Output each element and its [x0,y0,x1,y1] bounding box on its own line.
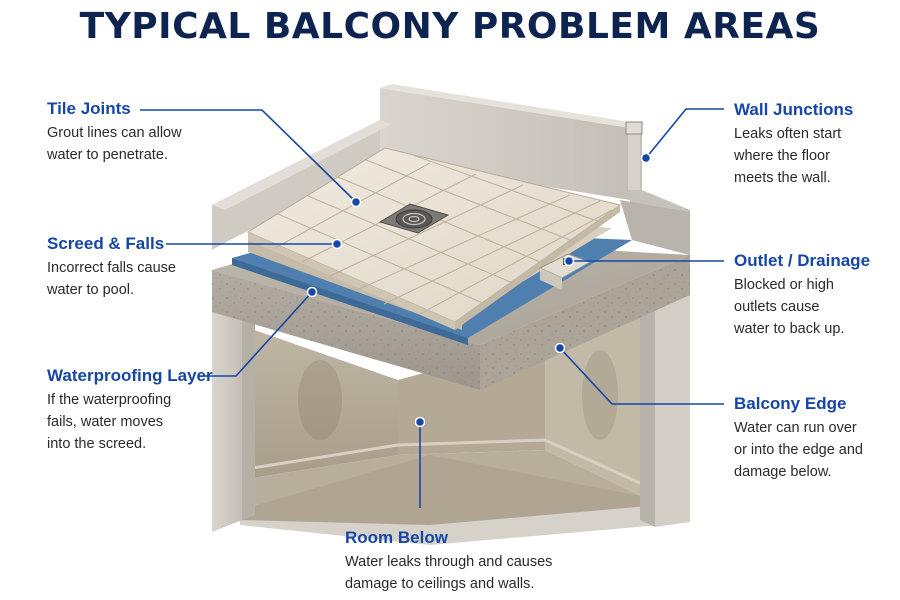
callout-heading: Room Below [345,528,448,547]
callout-text: Incorrect falls cause water to pool. [47,260,176,298]
membrane-edge [232,258,468,345]
callout-balcony-edge: Balcony Edge Water can run over or into … [734,393,894,483]
callout-text: Water can run over or into the edge and … [734,420,863,480]
back-parapet-wall [380,84,642,200]
right-support-wall [640,275,690,527]
callout-text: If the waterproofing fails, water moves … [47,392,172,452]
callout-heading: Waterproofing Layer [47,366,213,385]
wall-junction-block [620,121,690,255]
dot-wall-junctions [640,152,652,164]
callout-heading: Screed & Falls [47,234,165,253]
dot-screed-falls [331,238,343,250]
callout-text: Grout lines can allow water to penetrate… [47,125,182,163]
leader-wall-junctions [645,108,724,159]
callout-wall-junctions: Wall Junctions Leaks often start where t… [734,99,894,189]
callout-text: Water leaks through and causes damage to… [345,554,553,592]
tile-floor [246,147,622,330]
leader-tile-joints [140,109,357,203]
leader-dots [306,152,652,428]
floor-drain-icon [378,203,450,234]
left-parapet-wall [212,120,392,250]
dot-room-below [414,416,426,428]
callout-heading: Outlet / Drainage [734,251,871,270]
callout-tile-joints: Tile Joints Grout lines can allow water … [47,98,247,166]
callout-text: Leaks often start where the floor meets … [734,126,842,186]
callout-screed-falls: Screed & Falls Incorrect falls cause wat… [47,233,247,301]
callout-text: Blocked or high outlets cause water to b… [734,277,845,337]
callout-room-below: Room Below Water leaks through and cause… [345,527,585,595]
callout-heading: Wall Junctions [734,100,854,119]
left-support-wall [212,292,255,532]
dot-balcony-edge [554,342,566,354]
dot-outlet-drainage [563,255,575,267]
callout-waterproofing-layer: Waterproofing Layer If the waterproofing… [47,365,247,455]
page-title: TYPICAL BALCONY PROBLEM AREAS [79,6,821,47]
leader-lines [140,108,724,508]
leader-waterproofing [198,291,313,377]
room-below-space [239,300,661,545]
callout-heading: Tile Joints [47,99,131,118]
dot-waterproofing [306,286,318,298]
leader-balcony-edge [559,347,724,405]
callout-heading: Balcony Edge [734,394,847,413]
dot-tile-joints [350,196,362,208]
callout-outlet-drainage: Outlet / Drainage Blocked or high outlet… [734,250,894,340]
